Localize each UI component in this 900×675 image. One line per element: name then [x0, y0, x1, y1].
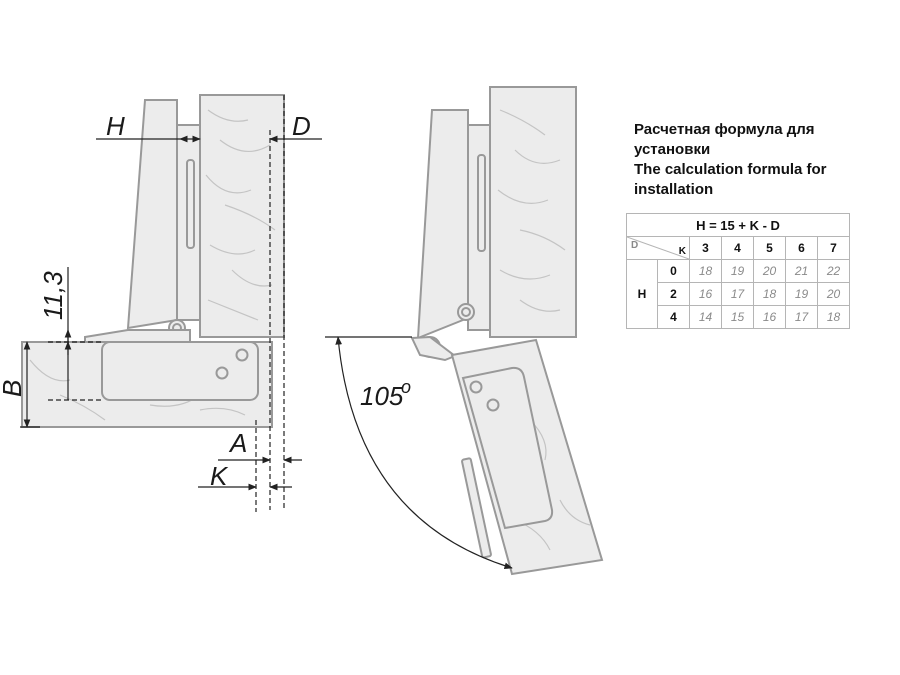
table-row: H 0 18 19 20 21 22: [626, 259, 850, 329]
d-value: 0: [657, 259, 690, 283]
formula-title-en-1: The calculation formula for: [634, 161, 827, 178]
d-value: 2: [657, 282, 690, 306]
label-angle-degree: o: [401, 377, 411, 397]
h-value: 16: [689, 282, 722, 306]
label-b: B: [0, 380, 27, 397]
header-k: K: [678, 246, 686, 257]
row-header-h: H: [626, 259, 658, 329]
table-row: 2 16 17 18 19 20: [627, 282, 850, 306]
table-corner-cell: D K: [626, 236, 690, 260]
h-value: 22: [817, 259, 850, 283]
h-value: 14: [689, 305, 722, 329]
dimension-lines-left: [20, 95, 322, 512]
label-k: K: [210, 461, 229, 491]
k-value: 5: [753, 236, 786, 260]
plate-slot: [186, 159, 195, 249]
h-value: 18: [817, 305, 850, 329]
calculation-table: H = 15 + K - D D K 3 4 5 6 7 H 0 18 19 2…: [626, 213, 850, 329]
d-value: 4: [657, 305, 690, 329]
side-panel-open: [489, 86, 577, 338]
h-value: 17: [721, 282, 754, 306]
h-value: 15: [721, 305, 754, 329]
open-hinge-view: [410, 86, 604, 576]
angle-indicator: [325, 336, 513, 569]
h-value: 17: [785, 305, 818, 329]
hinge-arm-open: [416, 109, 469, 340]
formula-title: Расчетная формула для установки The calc…: [634, 120, 884, 200]
h-value: 16: [753, 305, 786, 329]
h-value: 21: [785, 259, 818, 283]
h-value: 19: [721, 259, 754, 283]
side-panel: [199, 94, 285, 338]
k-value: 6: [785, 236, 818, 260]
formula-title-ru-2: установки: [634, 141, 711, 158]
label-d: D: [292, 111, 311, 141]
hinge-base: [84, 329, 191, 343]
wood-grain: [205, 109, 276, 321]
h-value: 18: [689, 259, 722, 283]
hinge-arm: [126, 99, 178, 330]
label-a: A: [228, 428, 247, 458]
formula-title-ru-1: Расчетная формула для: [634, 121, 815, 138]
h-value: 19: [785, 282, 818, 306]
h-value: 18: [753, 282, 786, 306]
header-d: D: [631, 240, 639, 251]
closed-hinge-view: [21, 94, 285, 428]
k-value: 7: [817, 236, 850, 260]
h-value: 20: [817, 282, 850, 306]
hinge-cup: [101, 341, 259, 401]
h-value: 20: [753, 259, 786, 283]
label-11-3: 11,3: [38, 271, 68, 320]
formula-title-en-2: installation: [634, 181, 714, 198]
label-h: H: [106, 111, 125, 141]
k-value: 3: [689, 236, 722, 260]
formula-equation: H = 15 + K - D: [626, 213, 850, 237]
k-value: 4: [721, 236, 754, 260]
table-row: 4 14 15 16 17 18: [627, 305, 850, 329]
label-angle: 105: [360, 381, 404, 411]
